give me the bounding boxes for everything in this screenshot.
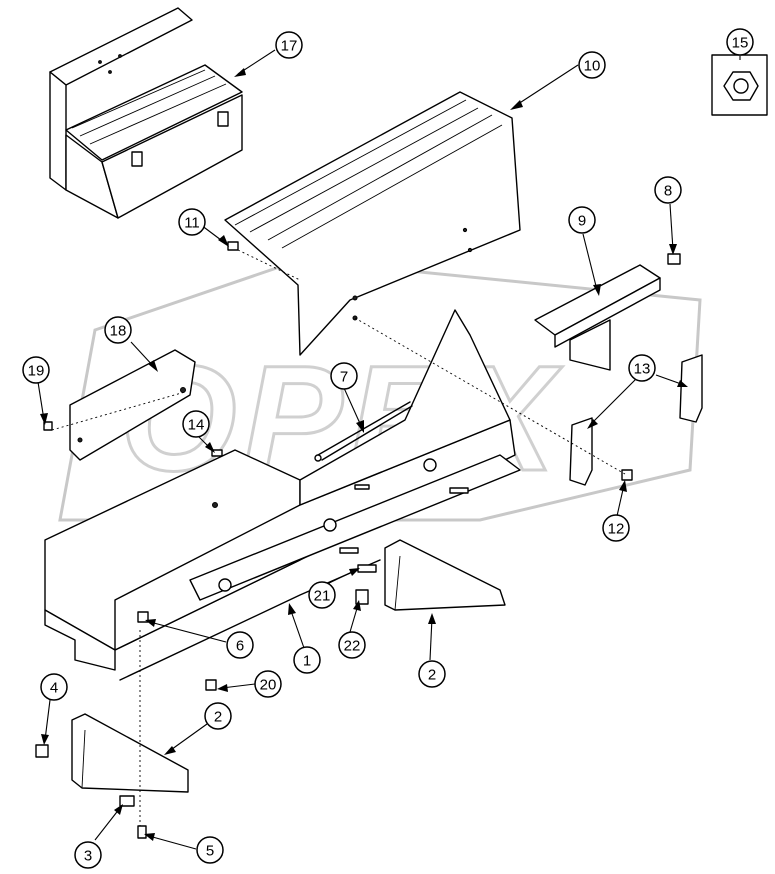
callout-circle xyxy=(602,514,630,542)
callout-circle xyxy=(275,31,303,59)
callout-circle xyxy=(254,670,282,698)
callout-2: 2 xyxy=(418,660,446,688)
callout-12: 12 xyxy=(602,514,630,542)
callout-label: 22 xyxy=(344,638,361,655)
callout-label: 3 xyxy=(84,848,92,865)
callout-label: 21 xyxy=(314,588,331,605)
callout-circle xyxy=(568,206,596,234)
callout-13: 13 xyxy=(628,354,656,382)
callout-label: 20 xyxy=(260,677,277,694)
callout-18: 18 xyxy=(104,316,132,344)
callout-21: 21 xyxy=(308,581,336,609)
callout-17: 17 xyxy=(275,31,303,59)
callout-label: 5 xyxy=(206,843,214,860)
callout-circle xyxy=(40,673,68,701)
callout-label: 4 xyxy=(50,680,58,697)
frame-assembly xyxy=(44,309,521,681)
callout-label: 12 xyxy=(608,521,625,538)
callout-circle xyxy=(338,631,366,659)
callout-circle xyxy=(293,646,321,674)
callout-14: 14 xyxy=(182,410,210,438)
callout-circle xyxy=(308,581,336,609)
callout-label: 8 xyxy=(664,183,672,200)
callout-circle xyxy=(74,841,102,869)
callout-22: 22 xyxy=(338,631,366,659)
callout-label: 11 xyxy=(184,215,200,232)
leader-lines xyxy=(37,49,741,850)
callout-10: 10 xyxy=(578,51,606,79)
callout-circle xyxy=(628,354,656,382)
callout-15: 15 xyxy=(726,28,754,56)
callout-circle xyxy=(726,28,754,56)
callout-label: 6 xyxy=(236,638,244,655)
cover-panel xyxy=(224,91,521,356)
bracket-13-right xyxy=(679,354,703,423)
nut-15-inset xyxy=(711,54,768,116)
callout-19: 19 xyxy=(22,356,50,384)
bracket-9 xyxy=(534,264,661,371)
callout-label: 18 xyxy=(110,323,127,340)
callout-circle xyxy=(22,356,50,384)
callout-label: 17 xyxy=(281,38,298,55)
callout-6: 6 xyxy=(226,631,254,659)
callout-circle xyxy=(104,316,132,344)
callout-circle xyxy=(578,51,606,79)
callout-circle xyxy=(178,208,206,236)
callout-circle xyxy=(418,660,446,688)
callout-circle xyxy=(204,702,232,730)
callout-2: 2 xyxy=(204,702,232,730)
callout-label: 14 xyxy=(188,417,205,434)
callout-9: 9 xyxy=(568,206,596,234)
callout-8: 8 xyxy=(654,176,682,204)
support-2-right xyxy=(384,539,506,611)
toolbox xyxy=(49,7,243,219)
callout-label: 2 xyxy=(428,667,436,684)
callout-7: 7 xyxy=(330,362,358,390)
callout-label: 9 xyxy=(578,213,586,230)
bracket-13-left xyxy=(569,417,593,486)
callout-circle xyxy=(654,176,682,204)
callout-circle xyxy=(226,631,254,659)
callout-5: 5 xyxy=(196,836,224,864)
callout-circle xyxy=(330,362,358,390)
callout-label: 19 xyxy=(28,363,45,380)
callout-label: 10 xyxy=(584,58,601,75)
callout-label: 1 xyxy=(303,653,311,670)
callout-label: 2 xyxy=(214,709,222,726)
callout-3: 3 xyxy=(74,841,102,869)
callout-circle xyxy=(196,836,224,864)
callout-20: 20 xyxy=(254,670,282,698)
callout-1: 1 xyxy=(293,646,321,674)
callout-label: 15 xyxy=(732,35,749,52)
support-2-lower xyxy=(71,713,189,793)
callout-label: 13 xyxy=(634,361,651,378)
callout-label: 7 xyxy=(340,369,348,386)
callout-4: 4 xyxy=(40,673,68,701)
callout-circle xyxy=(182,410,210,438)
callout-11: 11 xyxy=(178,208,206,236)
